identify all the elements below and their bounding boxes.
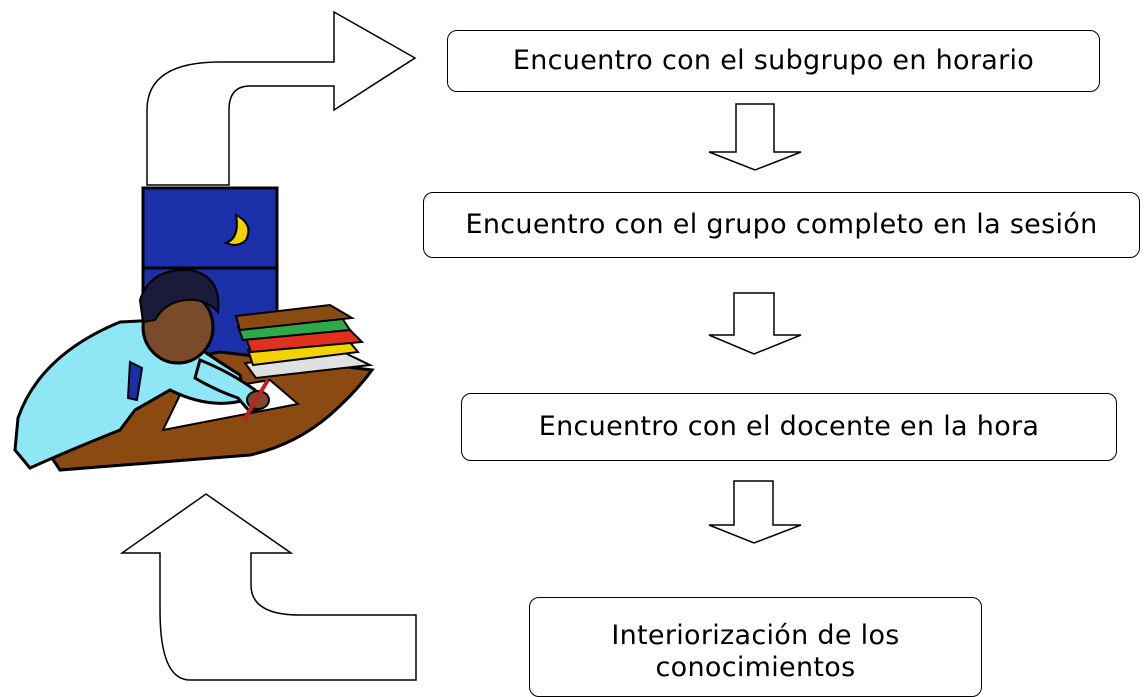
curved-arrow-bottom (119, 493, 417, 681)
moon-icon (223, 213, 250, 246)
step-1-label: Encuentro con el subgrupo en horario (512, 44, 1035, 76)
down-arrow-2 (708, 292, 802, 355)
student-illustration (13, 186, 375, 472)
step-box-4: Interiorización de los conocimientos (529, 597, 982, 697)
step-box-3: Encuentro con el docente en la hora (461, 393, 1117, 461)
step-box-2: Encuentro con el grupo completo en la se… (423, 192, 1140, 258)
pen (242, 378, 270, 422)
book-stack (234, 303, 374, 380)
step-2-label: Encuentro con el grupo completo en la se… (465, 208, 1098, 240)
down-arrow-3 (708, 480, 802, 544)
step-4-label: Interiorización de los conocimientos (611, 620, 900, 684)
student-hair (138, 268, 220, 324)
step-3-label: Encuentro con el docente en la hora (538, 410, 1040, 442)
tie (126, 360, 144, 402)
down-arrow-1 (708, 103, 802, 171)
step-box-1: Encuentro con el subgrupo en horario (447, 30, 1100, 92)
curved-arrow-top (146, 10, 417, 186)
